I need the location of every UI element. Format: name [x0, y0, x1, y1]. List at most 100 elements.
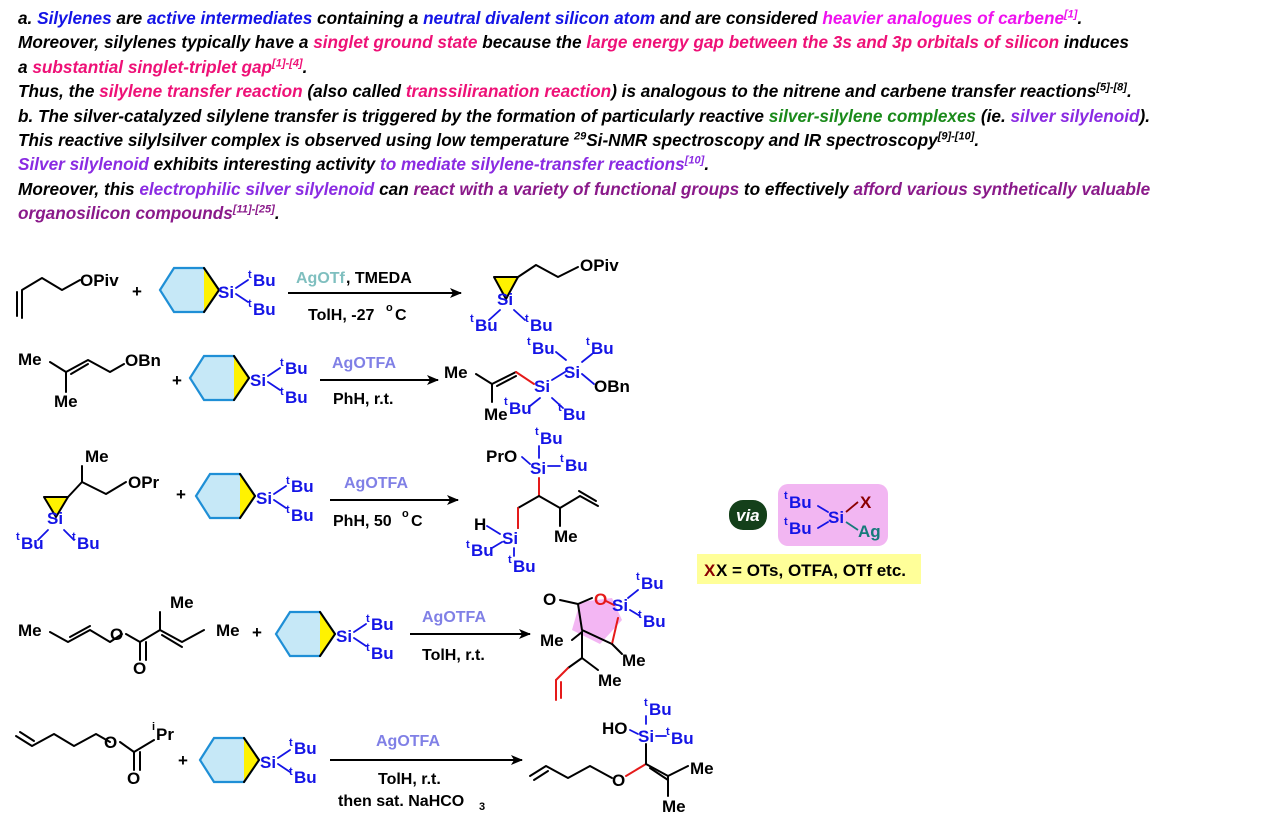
svg-text:Me: Me [622, 651, 646, 670]
svg-text:o: o [402, 508, 409, 520]
svg-text:PhH, r.t.: PhH, r.t. [333, 391, 393, 408]
svg-text:TolH, r.t.: TolH, r.t. [422, 647, 485, 664]
svg-text:t: t [286, 475, 290, 487]
paragraph-a-line-1: a. Silylenes are active intermediates co… [18, 8, 1083, 28]
svg-text:HO: HO [602, 719, 628, 738]
svg-text:t: t [636, 571, 640, 583]
svg-text:t: t [586, 336, 590, 348]
svg-text:O: O [133, 659, 146, 678]
svg-text:t: t [248, 269, 252, 281]
substrate-crotyl-tiglate: Me O O Me Me [18, 593, 240, 678]
svg-text:Bu: Bu [21, 534, 44, 553]
svg-text:Bu: Bu [649, 700, 672, 719]
svg-text:OBn: OBn [125, 351, 161, 370]
plus-sign: + [132, 282, 142, 301]
x-definition: X = OTs, OTFA, OTf etc. [716, 561, 906, 580]
svg-text:Bu: Bu [371, 644, 394, 663]
svg-text:Bu: Bu [565, 456, 588, 475]
svg-text:t: t [666, 726, 670, 738]
svg-text:Me: Me [18, 621, 42, 640]
paragraph-a-line-3: a substantial singlet-triplet gap[1]-[4]… [18, 56, 308, 77]
svg-text:Bu: Bu [789, 519, 812, 538]
svg-text:Bu: Bu [513, 557, 536, 576]
svg-text:t: t [508, 554, 512, 566]
svg-text:Bu: Bu [294, 768, 317, 787]
paragraph-b-line-3: Silver silylenoid exhibits interesting a… [18, 154, 710, 175]
svg-text:Si: Si [534, 377, 550, 396]
svg-text:Me: Me [690, 759, 714, 778]
svg-text:Si: Si [256, 489, 272, 508]
svg-text:Me: Me [444, 363, 468, 382]
reaction-arrow-1: AgOTf , TMEDA TolH, -27 o C [288, 270, 462, 324]
svg-text:PrO: PrO [486, 447, 517, 466]
svg-text:Bu: Bu [475, 316, 498, 335]
svg-text:H: H [474, 515, 486, 534]
svg-text:Si: Si [828, 508, 844, 527]
reaction-arrow-4: AgOTFA TolH, r.t. [410, 609, 531, 664]
svg-text:t: t [560, 453, 564, 465]
paragraph-b-line-5: organosilicon compounds[11]-[25]. [18, 203, 280, 224]
svg-text:Bu: Bu [641, 574, 664, 593]
svg-text:Bu: Bu [285, 359, 308, 378]
svg-text:Bu: Bu [253, 300, 276, 319]
silylenoid-box [778, 484, 888, 546]
svg-text:Si: Si [502, 529, 518, 548]
svg-text:PhH, 50: PhH, 50 [333, 513, 392, 530]
svg-text:+: + [252, 623, 262, 642]
svg-text:Si: Si [47, 509, 63, 528]
svg-text:O: O [104, 733, 117, 752]
svg-text:o: o [386, 302, 393, 314]
svg-text:C: C [411, 513, 423, 530]
svg-text:t: t [535, 426, 539, 438]
svg-text:Ag: Ag [858, 522, 881, 541]
svg-text:t: t [504, 396, 508, 408]
svg-text:AgOTFA: AgOTFA [332, 355, 396, 372]
svg-text:Bu: Bu [291, 477, 314, 496]
svg-text:Me: Me [170, 593, 194, 612]
svg-text:Bu: Bu [77, 534, 100, 553]
description-text: a. Silylenes are active intermediates co… [18, 6, 1268, 226]
svg-text:Me: Me [484, 405, 508, 424]
svg-text:OBn: OBn [594, 377, 630, 396]
svg-text:AgOTFA: AgOTFA [422, 609, 486, 626]
paragraph-a-line-4: Thus, the silylene transfer reaction (al… [18, 81, 1132, 102]
svg-text:Bu: Bu [563, 405, 586, 424]
svg-text:C: C [395, 307, 407, 324]
svg-text:Si: Si [336, 627, 352, 646]
svg-text:, TMEDA: , TMEDA [346, 270, 412, 287]
reaction-arrow-3: AgOTFA PhH, 50 o C [330, 475, 459, 530]
svg-text:t: t [525, 313, 529, 325]
svg-text:t: t [289, 737, 293, 749]
svg-text:t: t [248, 298, 252, 310]
svg-text:O: O [127, 769, 140, 788]
svg-text:Me: Me [54, 392, 78, 411]
svg-text:t: t [784, 490, 788, 502]
svg-text:Bu: Bu [591, 339, 614, 358]
reaction-arrow-2: AgOTFA PhH, r.t. [320, 355, 439, 408]
svg-text:AgOTFA: AgOTFA [344, 475, 408, 492]
opiv-label: OPiv [80, 271, 119, 290]
svg-text:X: X [860, 493, 872, 512]
svg-text:t: t [470, 313, 474, 325]
svg-text:Bu: Bu [471, 541, 494, 560]
svg-text:t: t [366, 642, 370, 654]
svg-text:t: t [280, 357, 284, 369]
svg-text:Bu: Bu [294, 739, 317, 758]
svg-text:OPiv: OPiv [580, 256, 619, 275]
substrate-butenyl-isobutyrate: O O i Pr [15, 721, 174, 788]
substrate-homoallyl-pivalate: OPiv [16, 271, 119, 319]
svg-text:Bu: Bu [371, 615, 394, 634]
svg-text:Me: Me [540, 631, 564, 650]
svg-text:X: X [704, 561, 716, 580]
paragraph-a-line-2: Moreover, silylenes typically have a sin… [18, 32, 1129, 53]
